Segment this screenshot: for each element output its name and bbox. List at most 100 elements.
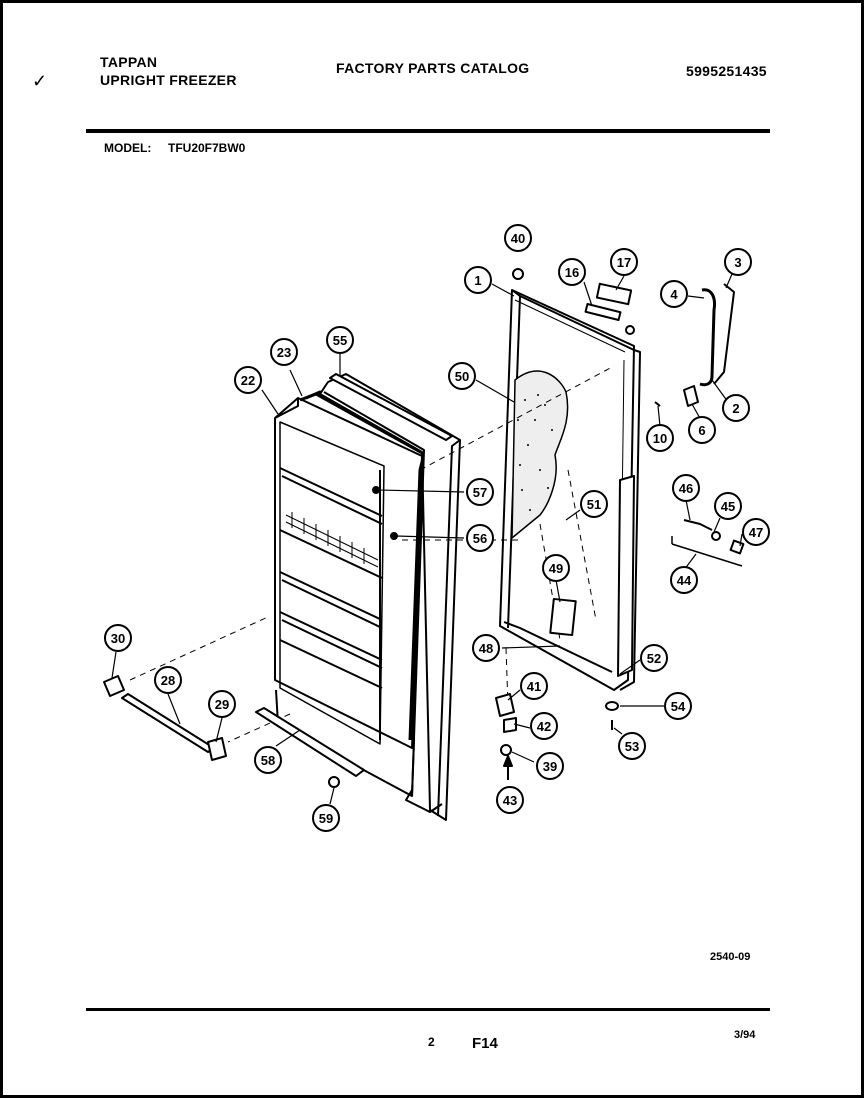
clip: [207, 737, 227, 761]
callout-17: 17: [610, 248, 638, 276]
svg-text:28: 28: [161, 673, 175, 688]
label-strip: [584, 303, 622, 321]
washer: [500, 744, 512, 756]
callout-4: 4: [660, 280, 688, 308]
product-name: UPRIGHT FREEZER: [100, 72, 237, 88]
kick-plate: [255, 707, 365, 777]
callout-45: 45: [714, 492, 742, 520]
callout-59: 59: [312, 804, 340, 832]
screw-top: [512, 268, 524, 280]
svg-text:51: 51: [587, 497, 601, 512]
callout-10: 10: [646, 424, 674, 452]
callout-6: 6: [688, 416, 716, 444]
catalog-date: 3/94: [734, 1029, 756, 1041]
svg-text:6: 6: [698, 423, 705, 438]
svg-text:40: 40: [511, 231, 525, 246]
callout-23: 23: [270, 338, 298, 366]
callout-55: 55: [326, 326, 354, 354]
outer-door-panel: [275, 373, 461, 821]
callout-42: 42: [530, 712, 558, 740]
svg-text:4: 4: [670, 287, 678, 302]
svg-text:41: 41: [527, 679, 541, 694]
callout-53: 53: [618, 732, 646, 760]
callout-41: 41: [520, 672, 548, 700]
svg-text:55: 55: [333, 333, 347, 348]
callout-48: 48: [472, 634, 500, 662]
leader-lines: [111, 273, 743, 805]
hinge-spacer: [503, 717, 517, 733]
svg-text:16: 16: [565, 265, 579, 280]
svg-text:44: 44: [677, 573, 692, 588]
strap: [121, 693, 215, 753]
callout-44: 44: [670, 566, 698, 594]
callout-50: 50: [448, 362, 476, 390]
callout-40: 40: [504, 224, 532, 252]
callout-54: 54: [664, 692, 692, 720]
callout-47: 47: [742, 518, 770, 546]
svg-text:59: 59: [319, 811, 333, 826]
callout-28: 28: [154, 666, 182, 694]
svg-text:48: 48: [479, 641, 493, 656]
brand-name: TAPPAN: [100, 54, 158, 70]
model-label: MODEL:: [104, 141, 152, 155]
svg-text:56: 56: [473, 531, 487, 546]
svg-text:50: 50: [455, 369, 469, 384]
svg-text:3: 3: [734, 255, 741, 270]
svg-text:46: 46: [679, 481, 693, 496]
door-top-trim: [329, 373, 453, 441]
figure-number: F14: [472, 1035, 498, 1052]
svg-text:54: 54: [671, 699, 686, 714]
svg-text:43: 43: [503, 793, 517, 808]
hinge-block: [103, 675, 125, 697]
svg-text:10: 10: [653, 431, 667, 446]
door-liner: [274, 397, 423, 749]
serial-tag: [595, 282, 633, 306]
callout-16: 16: [558, 258, 586, 286]
callout-46: 46: [672, 474, 700, 502]
catalog-number: 5995251435: [686, 63, 767, 79]
callout-29: 29: [208, 690, 236, 718]
callout-52: 52: [640, 644, 668, 672]
svg-text:58: 58: [261, 753, 275, 768]
page-number: 2: [428, 1035, 435, 1049]
svg-text:17: 17: [617, 255, 631, 270]
svg-text:39: 39: [543, 759, 557, 774]
screw-hinge: [625, 325, 635, 335]
hinge-assembly: [671, 519, 745, 567]
callout-22: 22: [234, 366, 262, 394]
bracket: [549, 597, 577, 637]
svg-text:52: 52: [647, 651, 661, 666]
callout-30: 30: [104, 624, 132, 652]
insulation-panel: [511, 370, 569, 539]
svg-text:30: 30: [111, 631, 125, 646]
drawing-number: 2540-09: [710, 951, 751, 963]
svg-text:47: 47: [749, 525, 763, 540]
callout-39: 39: [536, 752, 564, 780]
svg-text:49: 49: [549, 561, 563, 576]
callout-57: 57: [466, 478, 494, 506]
check-mark: ✓: [32, 71, 48, 91]
svg-text:23: 23: [277, 345, 291, 360]
bottom-washer: [605, 701, 619, 711]
svg-text:45: 45: [721, 499, 735, 514]
callout-56: 56: [466, 524, 494, 552]
hinge-plate: [683, 385, 699, 407]
callout-51: 51: [580, 490, 608, 518]
callout-43: 43: [496, 786, 524, 814]
callout-1: 1: [464, 266, 492, 294]
svg-text:53: 53: [625, 739, 639, 754]
footer-rule: [86, 1008, 770, 1011]
callout-58: 58: [254, 746, 282, 774]
callouts: 40 1 16 17 3 4 2 6 10 55 23 22 50 57 56 …: [104, 224, 770, 832]
callout-2: 2: [722, 394, 750, 422]
callout-3: 3: [724, 248, 752, 276]
header-rule: [86, 129, 770, 133]
door-handle: [699, 283, 735, 387]
svg-text:1: 1: [474, 273, 481, 288]
svg-text:2: 2: [732, 401, 739, 416]
callout-49: 49: [542, 554, 570, 582]
catalog-title: FACTORY PARTS CATALOG: [336, 60, 530, 76]
svg-text:57: 57: [473, 485, 487, 500]
bottom-screw: [328, 776, 340, 788]
